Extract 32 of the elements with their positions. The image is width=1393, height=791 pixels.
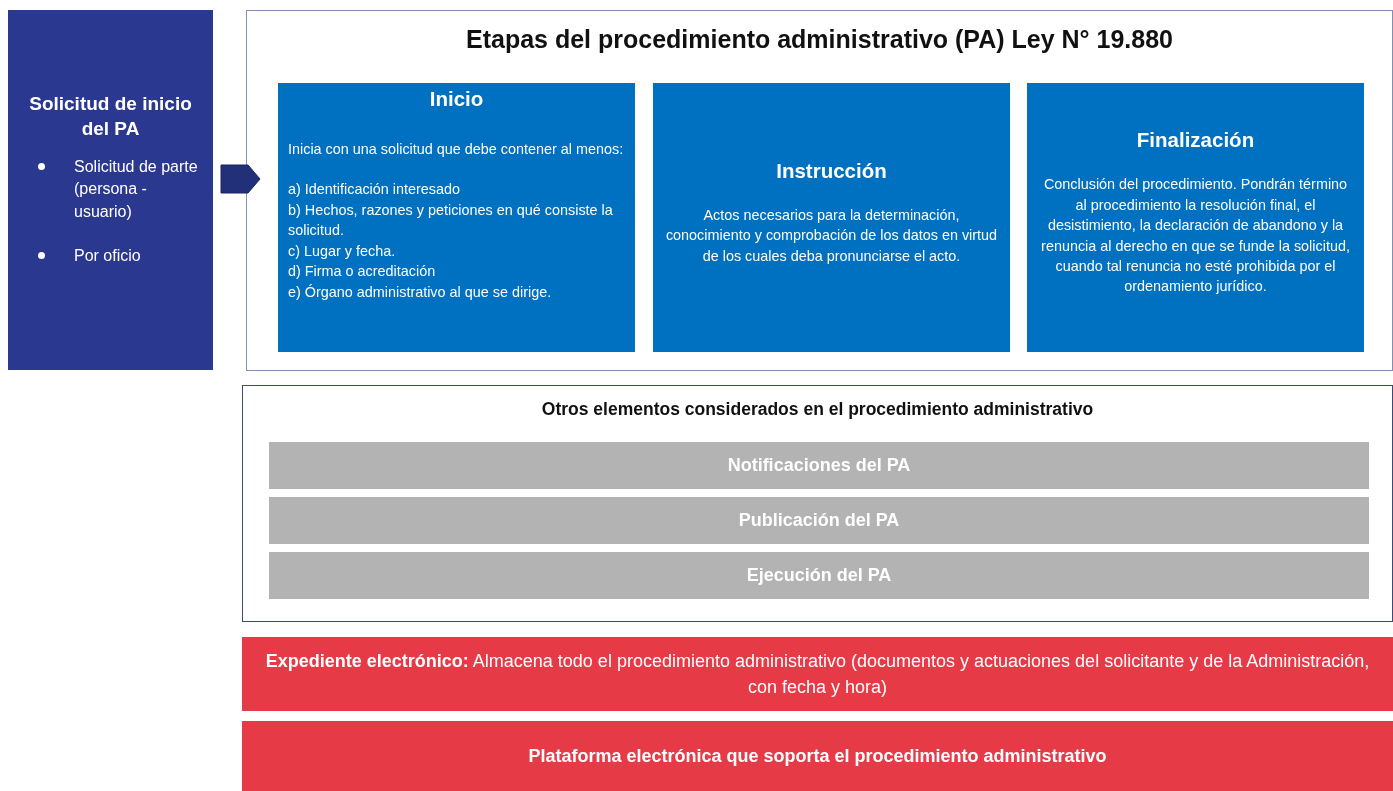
frame-title: Otros elementos considerados en el procedimiento administrativo — [540, 399, 1095, 420]
stage-heading: Finalización — [1135, 128, 1256, 153]
stage-text: a) Identificación interesado — [288, 180, 461, 200]
bar-label: Publicación del PA — [737, 510, 901, 531]
stage-box — [278, 83, 635, 352]
stage-box — [1027, 83, 1364, 352]
stage-text: Inicia con una solicitud que debe contener al menos: — [288, 140, 625, 159]
stage-text: b) Hechos, razones y peticiones en qué consiste la solicitud. — [288, 200, 614, 241]
bar-label: Ejecución del PA — [745, 565, 893, 586]
other-elements-frame — [242, 385, 1393, 622]
element-bar — [269, 497, 1369, 544]
bullet-text: Solicitud de parte (persona - usuario) — [74, 156, 199, 222]
banner-text: Plataforma electrónica que soporta el procedimiento administrativo — [527, 744, 1108, 768]
frame-title: Etapas del procedimiento administrativo (PA) Ley N° 19.880 — [465, 25, 1174, 54]
stage-heading: Instrucción — [775, 158, 888, 183]
stages-frame — [246, 10, 1393, 371]
request-panel — [8, 10, 213, 370]
panel-heading: Solicitud de inicio del PA — [28, 91, 193, 142]
stage-text: Actos necesarios para la determinación, conocimiento y comprobación de los datos en virtud de los cuales deba pronunciarse el acto. — [664, 205, 999, 266]
platform-banner — [242, 721, 1393, 791]
stage-text: Conclusión del procedimiento. Pondrán término al procedimiento la resolución final, el desistimiento, la declaración de abandono y la renuncia al derecho en que se funde la solicitud, cuando tal renuncia no esté prohibida por el ordenamiento jurídico. — [1040, 175, 1351, 297]
banner-text: Expediente electrónico: Almacena todo el procedimiento administrativo (documentos y actuaciones del solicitante y de la Administración, con fecha y hora) — [264, 649, 1371, 699]
stage-box — [653, 83, 1010, 352]
stage-heading: Inicio — [428, 87, 485, 111]
stage-text: d) Firma o acreditación — [288, 262, 437, 282]
bar-label: Notificaciones del PA — [726, 455, 912, 476]
bullet-text: Por oficio — [74, 246, 141, 267]
stage-text: e) Órgano administrativo al que se dirige. — [288, 282, 553, 302]
element-bar — [269, 442, 1369, 489]
stage-text: c) Lugar y fecha. — [288, 241, 397, 261]
element-bar — [269, 552, 1369, 599]
storage-banner — [242, 637, 1393, 711]
